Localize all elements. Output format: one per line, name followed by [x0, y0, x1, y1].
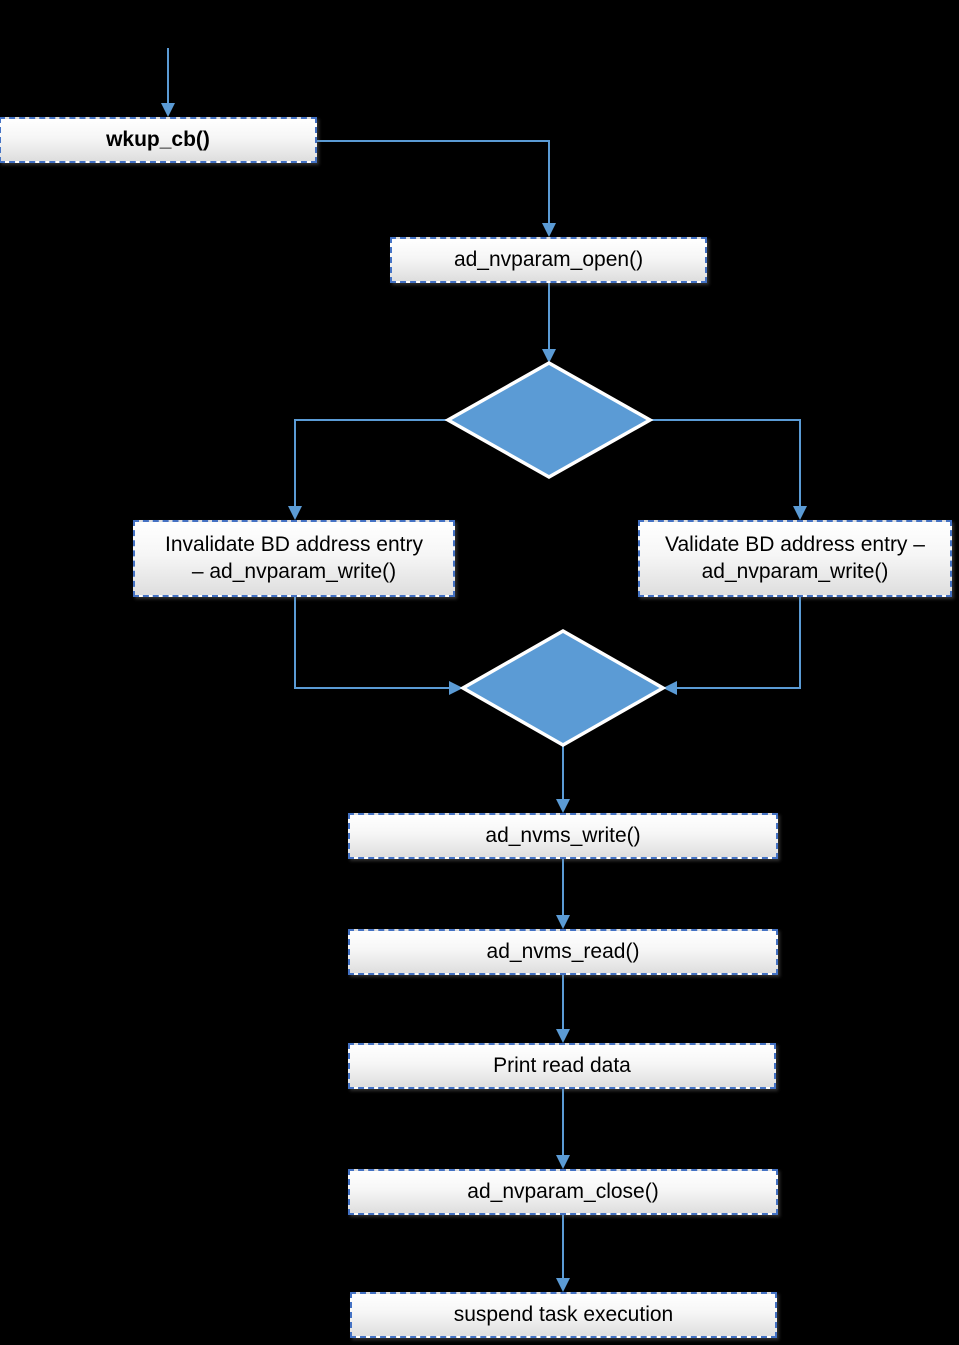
process-box-ad-nvms-read: ad_nvms_read(): [348, 929, 778, 975]
connector-entry-to-wkup: [161, 48, 175, 117]
process-label-line2: – ad_nvparam_write(): [191, 559, 397, 583]
process-label-line1: Validate BD address entry –: [665, 533, 925, 557]
process-box-wkup-cb: wkup_cb(): [0, 117, 317, 163]
connector-decision1-to-validate: [650, 419, 807, 520]
process-box-suspend-task-execution: suspend task execution: [350, 1292, 777, 1338]
connector-open-to-decision1: [542, 283, 556, 363]
process-label: ad_nvparam_close(): [467, 1179, 659, 1203]
process-label: suspend task execution: [453, 1302, 674, 1326]
process-box-invalidate-bd-entry: Invalidate BD address entry – ad_nvparam…: [133, 520, 455, 597]
connector-close-to-suspend: [556, 1215, 570, 1292]
connector-invalidate-to-decision2: [294, 597, 463, 695]
process-box-ad-nvparam-open: ad_nvparam_open(): [390, 237, 707, 283]
process-box-print-read-data: Print read data: [348, 1043, 776, 1089]
connector-decision2-to-write: [556, 745, 570, 813]
connector-decision1-to-invalidate: [288, 419, 448, 520]
connector-read-to-print: [556, 975, 570, 1043]
connector-wkup-to-open: [317, 140, 556, 237]
decision-diamond-2: [459, 628, 667, 748]
process-label: wkup_cb(): [106, 127, 210, 151]
connector-print-to-close: [556, 1089, 570, 1169]
process-label: Print read data: [493, 1053, 631, 1077]
decision-diamond-1: [444, 360, 654, 480]
process-label-line1: Invalidate BD address entry: [165, 533, 423, 557]
process-box-validate-bd-entry: Validate BD address entry – ad_nvparam_w…: [638, 520, 952, 597]
connector-validate-to-decision2: [663, 597, 801, 695]
process-label: ad_nvms_write(): [485, 823, 641, 847]
connector-write-to-read: [556, 859, 570, 929]
process-box-ad-nvparam-close: ad_nvparam_close(): [348, 1169, 778, 1215]
process-label: ad_nvms_read(): [486, 939, 640, 963]
process-label-line2: ad_nvparam_write(): [701, 559, 889, 583]
process-box-ad-nvms-write: ad_nvms_write(): [348, 813, 778, 859]
process-label: ad_nvparam_open(): [453, 247, 644, 271]
